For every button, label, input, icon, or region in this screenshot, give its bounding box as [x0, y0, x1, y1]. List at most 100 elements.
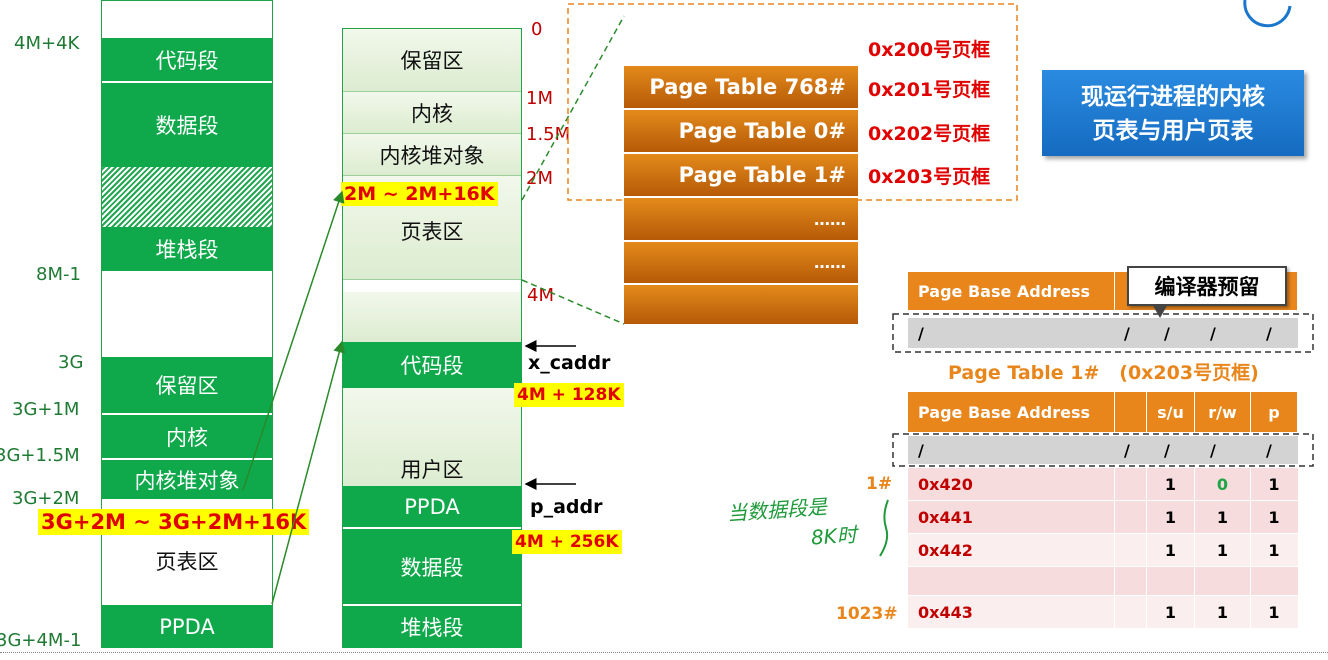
row-p: 1: [1268, 602, 1280, 622]
page-table-1-title: Page Table 1# (0x203号页框): [948, 362, 1259, 384]
mid-seg-kernel: 内核: [343, 92, 521, 134]
pt1-slash-2: /: [1124, 440, 1130, 460]
pt1-slash-1: /: [918, 440, 924, 460]
row-rw: 1: [1216, 540, 1229, 560]
row-su: 1: [1164, 507, 1177, 527]
pt1-header-rw: r/w: [1195, 392, 1250, 432]
pt1-format-row: [908, 436, 1298, 464]
callout-tail: [1152, 304, 1168, 318]
title-line-2: 页表与用户页表: [1092, 118, 1254, 144]
mid-seg-stack: 堆栈段: [343, 606, 521, 648]
pte-format-row: [908, 318, 1298, 348]
bottom-divider: [0, 652, 1328, 653]
left-seg-stack: 堆栈段: [102, 227, 272, 271]
frame-0x201: 0x201号页框: [868, 79, 991, 101]
addr-3g: 3G: [58, 352, 84, 373]
offset-1m: 1M: [526, 88, 553, 109]
addr-8m-1: 8M-1: [36, 264, 81, 285]
left-seg-data: 数据段: [102, 83, 272, 167]
x-caddr-value: 4M + 128K: [514, 383, 624, 407]
page-table-768: Page Table 768#: [624, 66, 858, 109]
offset-4m: 4M: [527, 285, 554, 306]
table-col-sep: [1194, 468, 1195, 628]
table-col-sep: [1250, 468, 1251, 628]
left-seg-kernel: 内核: [102, 415, 272, 459]
table-col-sep: [1146, 468, 1147, 628]
mid-seg-blank: [343, 292, 521, 342]
page-table-ellipsis-1: ……: [624, 198, 858, 241]
mid-seg-user: 用户区: [343, 388, 521, 486]
title-line-1: 现运行进程的内核: [1081, 84, 1265, 110]
row-addr: 0x441: [918, 507, 973, 527]
row-rw: 1: [1216, 602, 1229, 622]
left-seg-reserved: 保留区: [102, 357, 272, 414]
left-seg-gap: [102, 167, 272, 227]
offset-2m: 2M: [526, 168, 553, 189]
mid-seg-data: 数据段: [343, 529, 521, 605]
addr-4m4k: 4M+4K: [14, 33, 80, 54]
p-addr-label: p_addr: [530, 496, 603, 518]
row-addr: 0x420: [918, 474, 973, 494]
page-table-blank: [624, 285, 858, 325]
pte-format-slash-2: /: [1124, 323, 1130, 343]
pt1-slash-4: /: [1210, 440, 1216, 460]
compiler-reserved-callout: 编译器预留: [1127, 266, 1287, 306]
table-row: [908, 534, 1298, 566]
row-addr: 0x442: [918, 540, 973, 560]
pt1-slash-3: /: [1164, 440, 1170, 460]
pte-format-slash-4: /: [1210, 323, 1216, 343]
offset-0: 0: [531, 19, 543, 40]
pt1-header-blank: [1115, 392, 1146, 432]
pte-format-slash-3: /: [1164, 323, 1170, 343]
page-table-ellipsis-2: ……: [624, 242, 858, 284]
page-table-0: Page Table 0#: [624, 110, 858, 153]
pt1-header-addr: Page Base Address: [908, 392, 1114, 432]
handwritten-note: 当数据段是 8K时: [726, 490, 858, 559]
mid-seg-kernel-heap: 内核堆对象: [343, 134, 521, 176]
left-seg-code: 代码段: [102, 38, 272, 82]
left-seg-ppda: PPDA: [102, 605, 272, 648]
offset-15m: 1.5M: [526, 124, 571, 145]
row-addr: 0x443: [918, 602, 973, 622]
left-seg-pagetable: 页表区: [102, 536, 272, 586]
row-su: 1: [1164, 474, 1177, 494]
row-p: 1: [1268, 474, 1280, 494]
row-su: 1: [1164, 602, 1177, 622]
table-row: [908, 596, 1298, 628]
mid-seg-ppda: PPDA: [343, 486, 521, 528]
pt1-header-p: p: [1251, 392, 1297, 432]
pt1-header-su: s/u: [1147, 392, 1194, 432]
table-row: [908, 501, 1298, 533]
table-col-sep: [1114, 468, 1115, 628]
p-addr-value: 4M + 256K: [512, 530, 622, 554]
table-row: [908, 567, 1298, 595]
row-index-1023: 1023#: [836, 604, 898, 624]
frame-0x202: 0x202号页框: [868, 123, 991, 145]
left-seg-kernel-heap: 内核堆对象: [102, 460, 272, 500]
pte-format-slash-5: /: [1266, 323, 1272, 343]
frame-0x200: 0x200号页框: [868, 39, 991, 61]
title-box: 现运行进程的内核 页表与用户页表: [1042, 70, 1304, 156]
mid-highlight-range: 2M ~ 2M+16K: [341, 182, 498, 206]
addr-3g1m: 3G+1M: [12, 399, 80, 420]
table-row: [908, 468, 1298, 500]
left-highlight-range: 3G+2M ~ 3G+2M+16K: [38, 509, 310, 535]
pt1-slash-5: /: [1266, 440, 1272, 460]
row-rw: 0: [1216, 474, 1229, 494]
row-p: 1: [1268, 540, 1280, 560]
x-caddr-label: x_caddr: [528, 352, 611, 374]
pte-format-header: Page Base Address: [908, 272, 1114, 310]
mid-seg-reserved: 保留区: [343, 29, 521, 92]
addr-3g15m: 3G+1.5M: [0, 445, 80, 466]
addr-3g2m: 3G+2M: [12, 488, 80, 509]
row-index-1: 1#: [866, 474, 893, 494]
addr-3g4m-1: 3G+4M-1: [0, 630, 82, 651]
row-su: 1: [1164, 540, 1177, 560]
row-p: 1: [1268, 507, 1280, 527]
frame-0x203: 0x203号页框: [868, 166, 991, 188]
mid-seg-code: 代码段: [343, 342, 521, 388]
page-table-1: Page Table 1#: [624, 154, 858, 197]
row-rw: 1: [1216, 507, 1229, 527]
pte-format-slash-1: /: [918, 323, 924, 343]
